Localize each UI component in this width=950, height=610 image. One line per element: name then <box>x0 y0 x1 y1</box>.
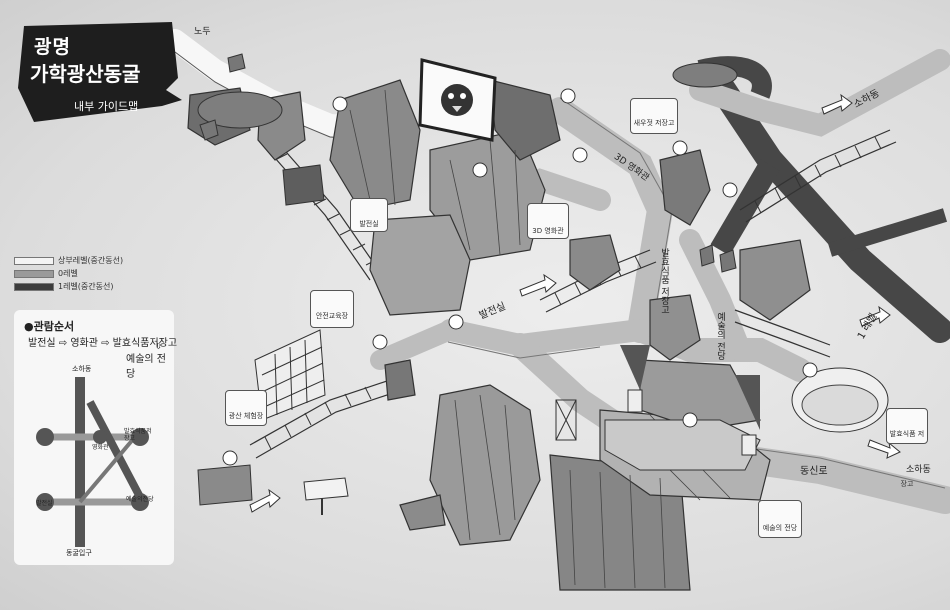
title-bubble <box>18 22 182 122</box>
legend-swatch-upper <box>14 256 54 265</box>
label-dongsanro: 동신로 <box>800 466 828 477</box>
mini-label-art-hall: 예술의전당 <box>126 496 154 503</box>
tour-order-arrow: ⇩ <box>155 342 162 351</box>
sign-fermented: 새우젓 저장고 <box>630 98 678 134</box>
tour-order-panel: ●관람순서 발전실 ⇨ 영화관 ⇨ 발효식품저장고 ⇩ 예술의 전당 소하동 동… <box>14 310 178 565</box>
tour-order-line2: 예술의 전당 <box>126 354 166 380</box>
stones <box>199 53 737 273</box>
mini-label-bottom: 동굴입구 <box>66 549 92 557</box>
legend-row-one: 1레벨(중간동선) <box>14 281 123 292</box>
title-subtitle: 내부 가이드맵 <box>74 100 139 113</box>
title-line1: 광명 <box>34 36 71 58</box>
mini-label-power: 발전실 <box>36 500 53 507</box>
guide-characters <box>222 88 818 466</box>
direction-arrows <box>249 93 901 513</box>
label-to-entrance: 노두 <box>194 27 211 37</box>
storage-shelf <box>254 329 326 421</box>
legend-swatch-zero <box>14 269 54 278</box>
sign-power-room: 발전실 <box>350 198 388 232</box>
legend-swatch-one <box>14 282 54 291</box>
label-storage-path: 발효식품 저장고 <box>659 248 669 314</box>
mini-label-storage: 발효식품저장고 <box>124 428 152 442</box>
legend-label-zero: 0레벨 <box>58 269 78 278</box>
title-line2: 가학광산동굴 <box>30 62 141 86</box>
sign-storage: 발효식품 저장고 <box>886 408 928 488</box>
light-tower <box>555 399 577 441</box>
signpost <box>303 477 349 501</box>
pool-right <box>672 62 738 88</box>
mini-label-top: 소하동 <box>72 365 92 373</box>
legend-label-upper: 상부레벨(중간동선) <box>58 256 124 265</box>
minecart <box>197 464 253 506</box>
cinema-screen <box>418 58 497 142</box>
level-legend: 상부레벨(중간동선) 0레벨 1레벨(중간동선) <box>14 255 123 294</box>
label-art-hall-path: 예술의 전당 <box>715 312 725 360</box>
sign-art-hall: 예술의 전당 <box>758 500 802 538</box>
tour-order-line1: 발전실 ⇨ 영화관 ⇨ 발효식품저장고 <box>28 338 178 349</box>
legend-row-zero: 0레벨 <box>14 268 123 279</box>
art-hall-stage <box>604 345 761 471</box>
mini-route-map <box>36 377 149 547</box>
legend-row-upper: 상부레벨(중간동선) <box>14 255 123 266</box>
sign-mine: 광산 체험장 <box>225 390 267 426</box>
label-to-soha-right: 소하동 <box>906 465 931 475</box>
pool-left <box>197 91 283 129</box>
mini-label-cinema: 영화관 <box>92 444 109 451</box>
legend-label-one: 1레벨(중간동선) <box>58 282 114 291</box>
tour-order-heading: ●관람순서 <box>24 320 75 333</box>
sign-safety: 안전교육장 <box>310 290 354 328</box>
sign-cinema: 3D 영화관 <box>527 203 569 239</box>
